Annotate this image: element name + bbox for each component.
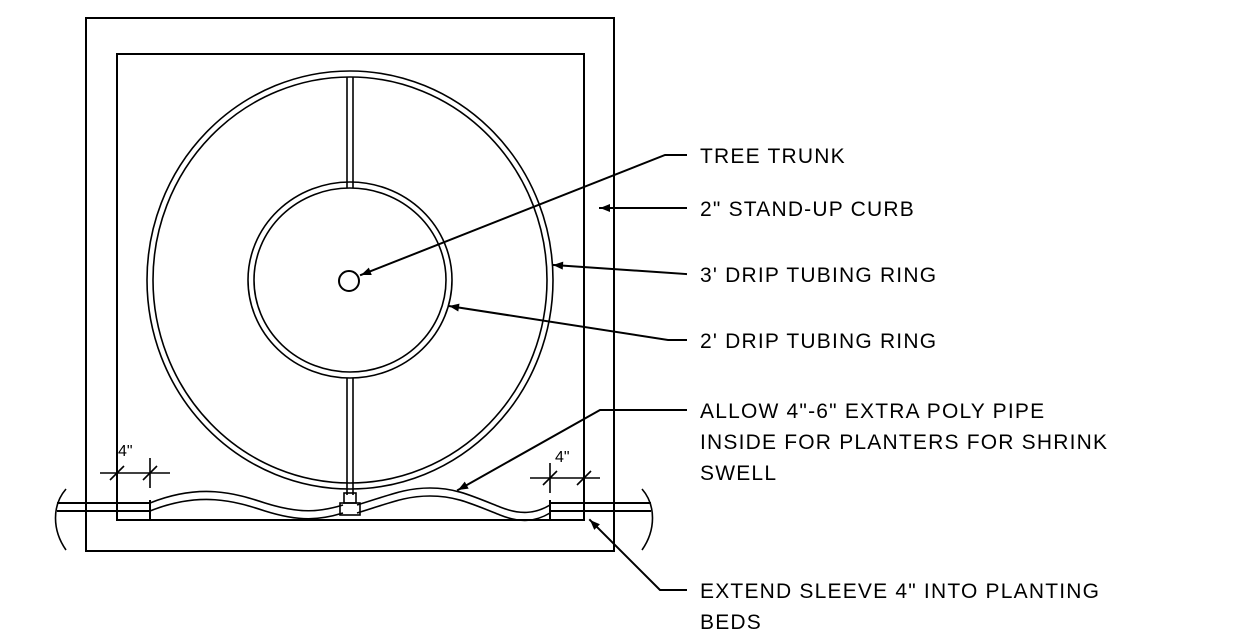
label-tree-trunk: TREE TRUNK [700,145,846,168]
dimension-left-label: 4" [118,443,133,460]
label-2ft-ring: 2' DRIP TUBING RING [700,330,937,353]
leader-poly-pipe [456,409,687,492]
dimension-left-sleeve [100,458,170,488]
leader-tree-trunk [359,154,687,277]
label-curb: 2" STAND-UP CURB [700,198,915,221]
tee-fitting [339,492,361,516]
dimension-right-label: 4" [555,449,570,466]
label-poly-pipe-line-1: ALLOW 4"-6" EXTRA POLY PIPE [700,400,1045,423]
drip-ring-3ft [146,70,554,490]
label-poly-pipe-line-3: SWELL [700,462,777,485]
outer-curb-outline [85,17,615,552]
right-sleeve [348,488,654,551]
label-3ft-ring: 3' DRIP TUBING RING [700,264,937,287]
dimension-right-sleeve [530,463,600,493]
label-poly-pipe-line-2: INSIDE FOR PLANTERS FOR SHRINK [700,431,1108,454]
label-sleeve-line-1: EXTEND SLEEVE 4" INTO PLANTING [700,580,1100,603]
left-sleeve [54,488,354,551]
label-sleeve-line-2: BEDS [700,611,762,634]
leader-sleeve [588,518,687,591]
drip-ring-2ft [247,181,453,379]
ring-connector-tubes [346,77,354,495]
leader-3ft-ring [551,261,688,276]
inner-planter-outline [116,53,585,521]
tree-trunk-symbol [338,270,360,292]
leader-2ft-ring [447,303,687,341]
